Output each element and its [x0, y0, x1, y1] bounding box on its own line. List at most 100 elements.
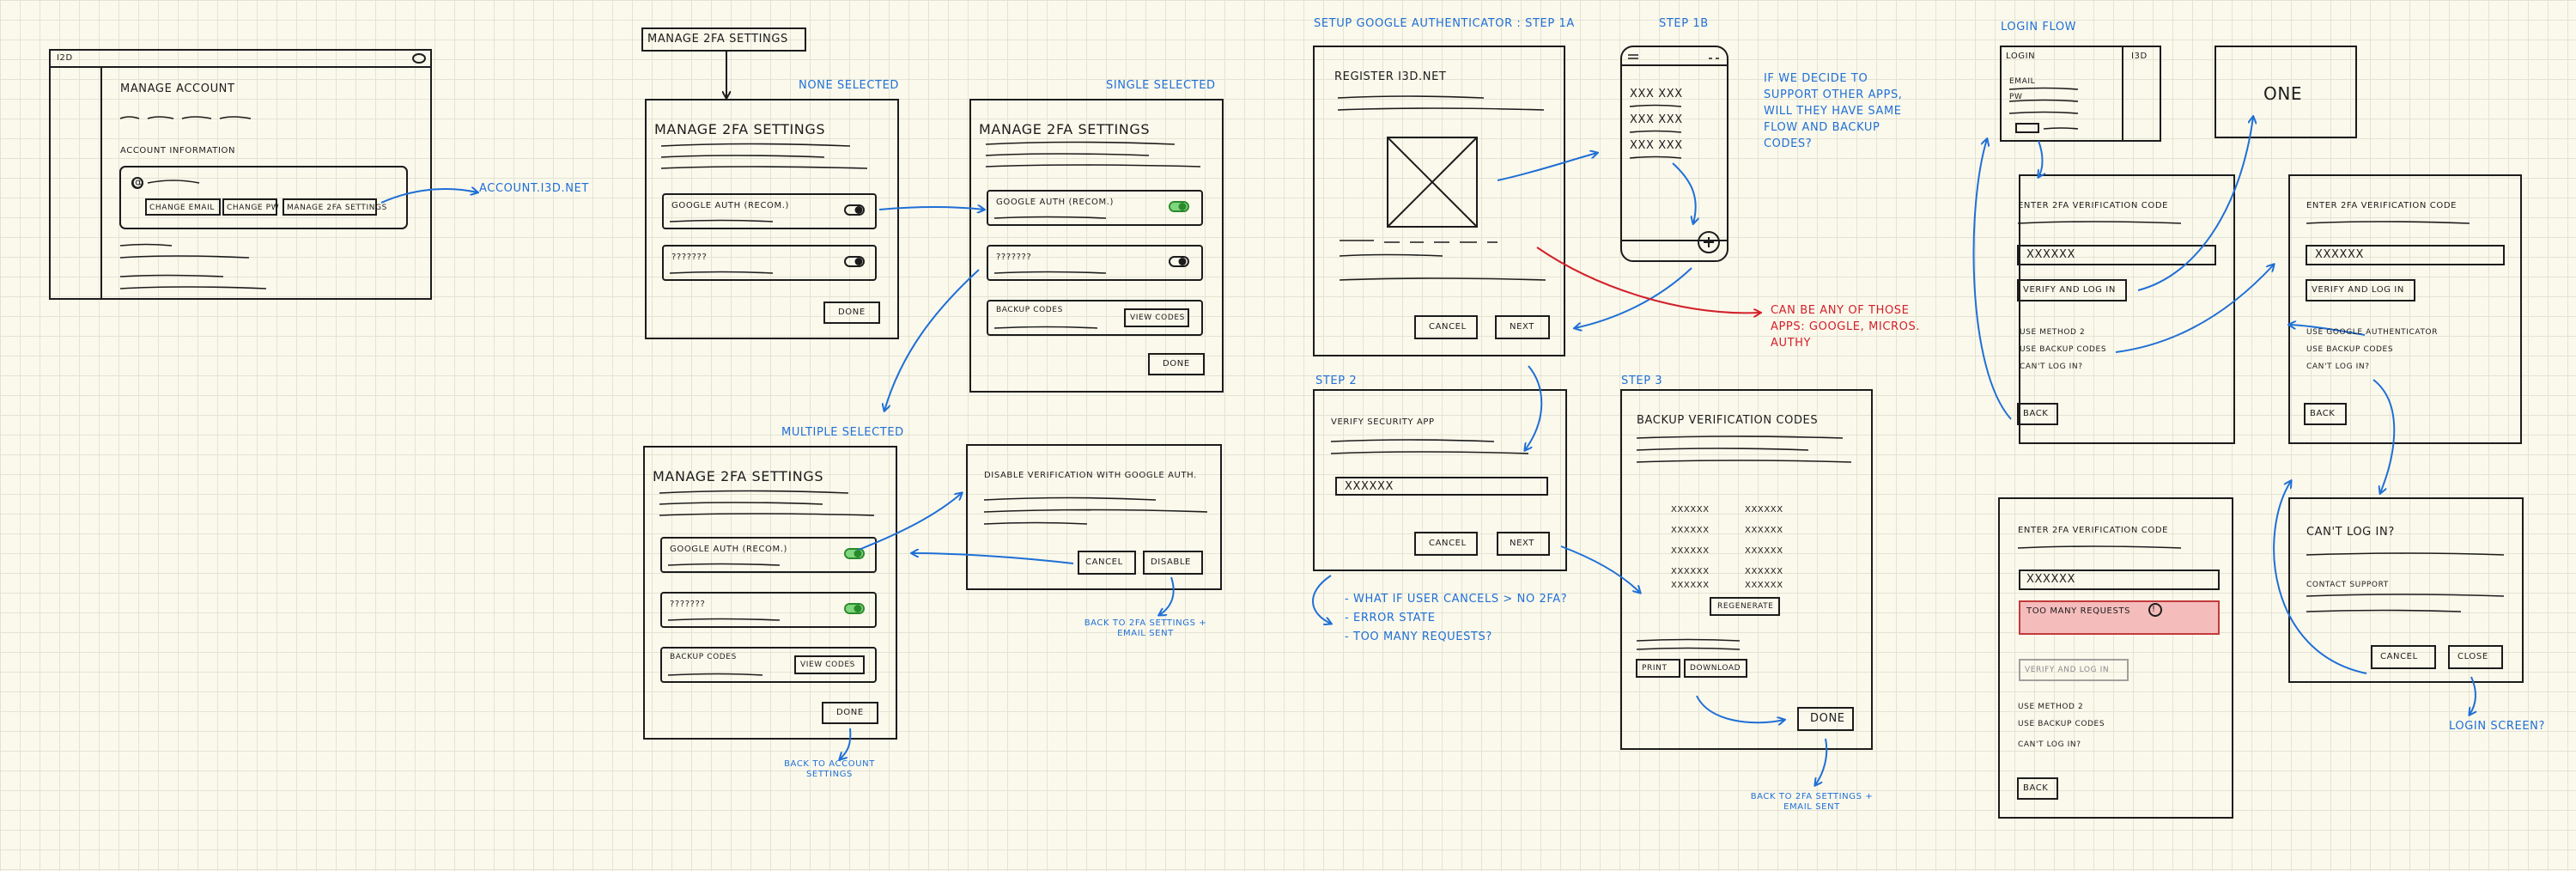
verify1-back-button[interactable]: BACK [2023, 409, 2049, 418]
single-backup-label: BACKUP CODES [996, 306, 1063, 314]
verify1-title: ENTER 2FA VERIFICATION CODE [2018, 201, 2169, 210]
step3-title: BACKUP VERIFICATION CODES [1637, 414, 1819, 427]
account-title: MANAGE ACCOUNT [120, 82, 235, 95]
multiple-selected-wireframe [643, 446, 897, 740]
verify3-code-input[interactable]: XXXXXX [2026, 573, 2076, 586]
disable-confirm-button[interactable]: DISABLE [1151, 557, 1191, 567]
login-pw-label: PW [2009, 93, 2023, 101]
disable-wireframe [966, 444, 1222, 590]
backup-code: XXXXXX [1745, 581, 1783, 590]
phone-code-3: XXX XXX [1630, 139, 1683, 152]
verify3-back-button[interactable]: BACK [2023, 783, 2049, 793]
backup-code: XXXXXX [1671, 567, 1710, 576]
step2-title: VERIFY SECURITY APP [1331, 417, 1435, 427]
single-google-option[interactable]: GOOGLE AUTH (RECOM.) [996, 198, 1115, 207]
step3-back-note: BACK TO 2FA SETTINGS + EMAIL SENT [1750, 792, 1874, 812]
backup-code: XXXXXX [1745, 526, 1783, 535]
multiple-backup-label: BACKUP CODES [670, 653, 737, 661]
login-brand: I3D [2131, 52, 2148, 61]
none-google-option[interactable]: GOOGLE AUTH (RECOM.) [671, 201, 790, 210]
cantlogin-cancel-button[interactable]: CANCEL [2380, 652, 2418, 661]
setup-step1a-caption: SETUP GOOGLE AUTHENTICATOR : STEP 1A [1314, 17, 1575, 30]
question-cancel: - WHAT IF USER CANCELS > NO 2FA? [1345, 593, 1568, 606]
step2-wireframe [1313, 389, 1567, 571]
step2-cancel-button[interactable]: CANCEL [1429, 539, 1467, 548]
setup-cancel-button[interactable]: CANCEL [1429, 322, 1467, 332]
verify3-backup-link[interactable]: USE BACKUP CODES [2018, 720, 2105, 728]
single-title: MANAGE 2FA SETTINGS [979, 121, 1151, 137]
change-pw-button[interactable]: CHANGE PW [227, 204, 280, 212]
setup-title: REGISTER I3D.NET [1334, 70, 1447, 83]
none-other-option[interactable]: ??????? [671, 253, 708, 262]
multiple-view-codes-button[interactable]: VIEW CODES [800, 661, 855, 669]
verify1-login-button[interactable]: VERIFY AND LOG IN [2023, 285, 2116, 295]
none-done-button[interactable]: DONE [838, 308, 866, 317]
none-selected-wireframe [645, 99, 899, 339]
multiple-selected-caption: MULTIPLE SELECTED [781, 426, 904, 439]
verify3-wireframe [1998, 497, 2233, 819]
at-icon: @ [132, 176, 144, 189]
step2-next-button[interactable]: NEXT [1510, 539, 1534, 548]
verify2-backup-link[interactable]: USE BACKUP CODES [2306, 345, 2394, 354]
backup-code: XXXXXX [1671, 526, 1710, 535]
setup-step1a-wireframe [1313, 46, 1565, 356]
verify1-wireframe [2017, 174, 2235, 444]
question-requests: - TOO MANY REQUESTS? [1345, 630, 1492, 643]
verify1-backup-link[interactable]: USE BACKUP CODES [2020, 345, 2107, 354]
question-error: - ERROR STATE [1345, 612, 1436, 624]
verify3-method2-link[interactable]: USE METHOD 2 [2018, 703, 2084, 711]
backup-code: XXXXXX [1745, 567, 1783, 576]
step1b-caption: STEP 1B [1659, 17, 1709, 30]
account-wireframe [49, 49, 432, 300]
backup-code: XXXXXX [1745, 546, 1783, 556]
cantlogin-wireframe [2288, 497, 2524, 683]
multiple-other-option[interactable]: ??????? [670, 600, 706, 609]
back-to-account-note: BACK TO ACCOUNT SETTINGS [784, 759, 875, 779]
login-one-label: ONE [2263, 83, 2303, 104]
phone-wireframe [1620, 46, 1728, 262]
cantlogin-close-button[interactable]: CLOSE [2458, 652, 2488, 661]
backup-code: XXXXXX [1745, 505, 1783, 515]
step3-wireframe [1620, 389, 1873, 750]
backup-code: XXXXXX [1671, 546, 1710, 556]
verify2-code-input[interactable]: XXXXXX [2315, 248, 2365, 261]
verify2-login-button[interactable]: VERIFY AND LOG IN [2312, 285, 2404, 295]
single-done-button[interactable]: DONE [1163, 359, 1190, 368]
none-title: MANAGE 2FA SETTINGS [654, 121, 826, 137]
contact-support-label: CONTACT SUPPORT [2306, 581, 2389, 589]
single-view-codes-button[interactable]: VIEW CODES [1130, 314, 1185, 322]
setup-next-button[interactable]: NEXT [1510, 322, 1534, 332]
verify2-wireframe [2288, 174, 2522, 444]
manage-2fa-label: MANAGE 2FA SETTINGS [647, 33, 788, 46]
login-wireframe [2000, 46, 2357, 142]
manage-2fa-button[interactable]: MANAGE 2FA SETTINGS [287, 204, 387, 212]
print-button[interactable]: PRINT [1642, 664, 1668, 673]
step3-done-button[interactable]: DONE [1810, 712, 1845, 725]
single-other-option[interactable]: ??????? [996, 253, 1032, 262]
login-screen-note: LOGIN SCREEN? [2449, 720, 2545, 733]
disable-cancel-button[interactable]: CANCEL [1085, 557, 1123, 567]
verify2-google-link[interactable]: USE GOOGLE AUTHENTICATOR [2306, 328, 2439, 337]
verify3-title: ENTER 2FA VERIFICATION CODE [2018, 526, 2169, 535]
account-scribbles [119, 116, 267, 289]
verify3-error-message: TOO MANY REQUESTS [2026, 606, 2131, 616]
verify1-cant-login-link[interactable]: CAN'T LOG IN? [2020, 362, 2083, 371]
change-email-button[interactable]: CHANGE EMAIL [149, 204, 215, 212]
multiple-done-button[interactable]: DONE [836, 708, 864, 717]
backup-code: XXXXXX [1671, 505, 1710, 515]
step2-code-input[interactable]: XXXXXX [1345, 480, 1394, 493]
regenerate-button[interactable]: REGENERATE [1717, 602, 1774, 611]
step3-caption: STEP 3 [1621, 375, 1663, 387]
download-button[interactable]: DOWNLOAD [1690, 664, 1741, 673]
verify3-cant-login-link[interactable]: CAN'T LOG IN? [2018, 740, 2081, 749]
multiple-google-option[interactable]: GOOGLE AUTH (RECOM.) [670, 545, 788, 554]
phone-code-1: XXX XXX [1630, 88, 1683, 100]
verify2-cant-login-link[interactable]: CAN'T LOG IN? [2306, 362, 2370, 371]
account-info-heading: ACCOUNT INFORMATION [120, 146, 236, 155]
multiple-title: MANAGE 2FA SETTINGS [653, 468, 824, 484]
none-selected-caption: NONE SELECTED [799, 79, 899, 92]
verify1-code-input[interactable]: XXXXXX [2026, 248, 2076, 261]
verify1-method2-link[interactable]: USE METHOD 2 [2020, 328, 2086, 337]
verify2-back-button[interactable]: BACK [2310, 409, 2336, 418]
